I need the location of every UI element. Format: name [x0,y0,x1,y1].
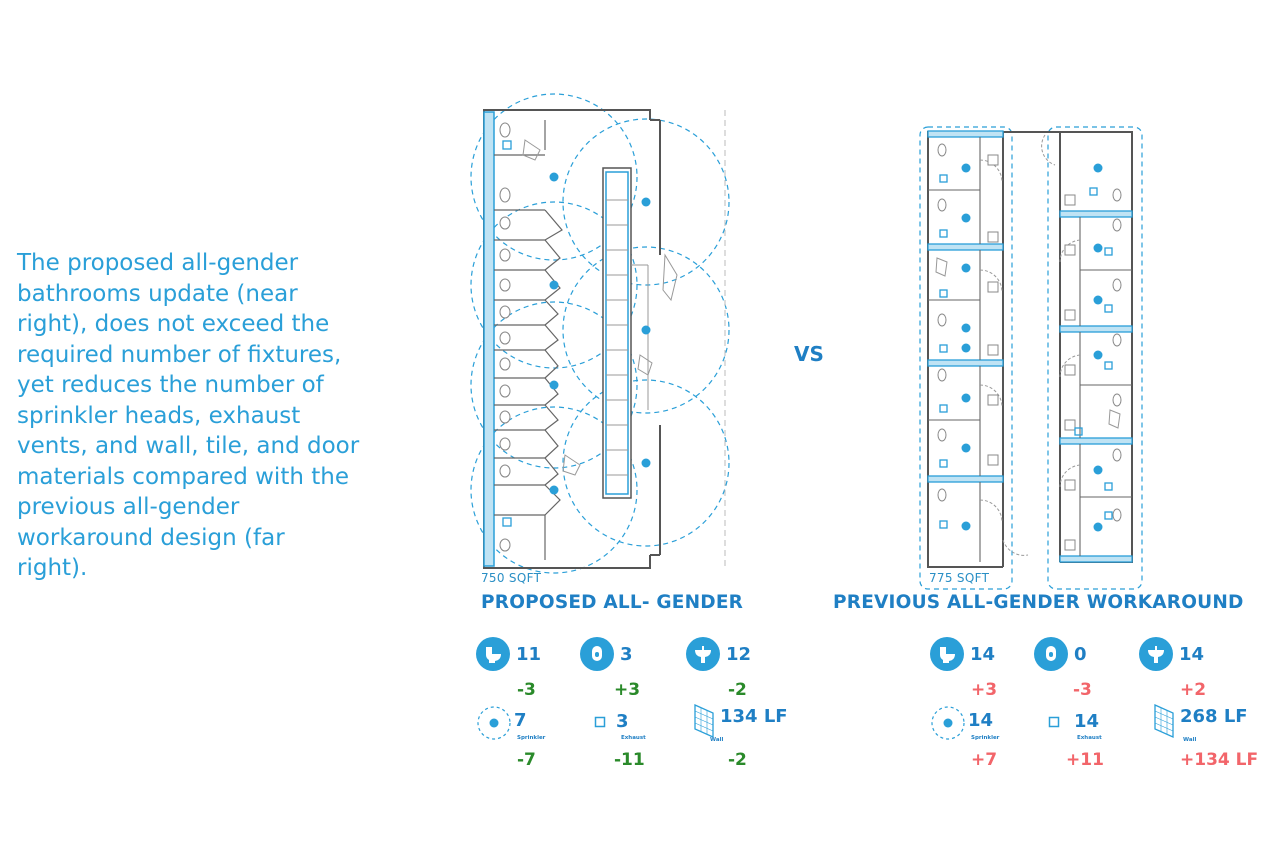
proposed-urinal-stat: 3 [580,637,633,671]
proposed-urinal-delta: +3 [614,680,641,700]
description-text: The proposed all-gender bathrooms update… [17,250,360,581]
exhaust-icon [594,716,606,727]
sink-icon [686,637,720,671]
previous-wall-delta: +134 LF [1180,750,1259,770]
previous-urinal-stat: 0 [1034,637,1087,671]
proposed-area: 750 SQFT [481,571,542,585]
exhaust-icon [1048,716,1060,727]
previous-exhaust-label: Exhaust [1077,735,1102,741]
proposed-sprinkler-label: Sprinkler [517,735,546,741]
previous-exhaust-count: 14 [1074,711,1100,732]
previous-urinal-count: 0 [1074,643,1087,665]
previous-area: 775 SQFT [929,571,990,585]
sprinkler-icon [477,706,511,740]
wall-icon [694,703,714,739]
previous-wall-length: 268 LF [1180,705,1248,727]
sink-icon [1139,637,1173,671]
previous-floor-plan [919,126,1143,590]
previous-sprinkler-count: 14 [968,709,994,731]
proposed-sprinkler-count: 7 [514,709,527,731]
proposed-toilet-count: 11 [516,643,542,665]
proposed-stalls [494,120,563,560]
previous-exhaust-stat: 14 [1048,711,1099,732]
previous-toilet-delta: +3 [971,680,998,700]
previous-sprinkler-stat: 14 [930,705,993,741]
proposed-wall-delta: -2 [728,750,747,770]
previous-sprinkler-label: Sprinkler [971,735,1000,741]
proposed-exhaust-stat: 3 [594,711,629,732]
proposed-wall-label: Wall [710,737,724,743]
proposed-toilet-stat: 11 [476,637,541,671]
proposed-sink-delta: -2 [728,680,747,700]
previous-title: PREVIOUS ALL-GENDER WORKAROUND [833,592,1244,613]
proposed-floor-plan [470,93,730,574]
previous-sink-count: 14 [1179,643,1205,665]
proposed-title: PROPOSED ALL- GENDER [481,592,744,613]
proposed-urinal-count: 3 [620,643,633,665]
proposed-wall-length: 134 LF [720,705,788,727]
urinal-icon [1034,637,1068,671]
previous-sprinkler-delta: +7 [971,750,998,770]
previous-sink-delta: +2 [1180,680,1207,700]
toilet-icon [476,637,510,671]
wall-icon [1154,703,1174,739]
previous-wall-label: Wall [1183,737,1197,743]
previous-wall-stat: 268 LF [1152,703,1248,739]
previous-urinal-delta: -3 [1073,680,1092,700]
proposed-wall-stat: 134 LF [692,703,788,739]
proposed-exhaust-delta: -11 [614,750,645,770]
toilet-icon [930,637,964,671]
proposed-exhaust-label: Exhaust [621,735,646,741]
previous-toilet-stat: 14 [930,637,995,671]
proposed-sink-stat: 12 [686,637,751,671]
previous-toilet-count: 14 [970,643,996,665]
proposed-sprinkler-stat: 7 [476,705,527,741]
previous-sink-stat: 14 [1139,637,1204,671]
urinal-icon [580,637,614,671]
proposed-exhaust-count: 3 [616,711,629,732]
previous-exhaust-delta: +11 [1066,750,1104,770]
proposed-sprinkler-delta: -7 [517,750,536,770]
proposed-sink-count: 12 [726,643,752,665]
proposed-toilet-delta: -3 [517,680,536,700]
proposed-sprinkler-coverage [470,93,730,574]
vs-label: VS [794,342,824,366]
sprinkler-icon [931,706,965,740]
